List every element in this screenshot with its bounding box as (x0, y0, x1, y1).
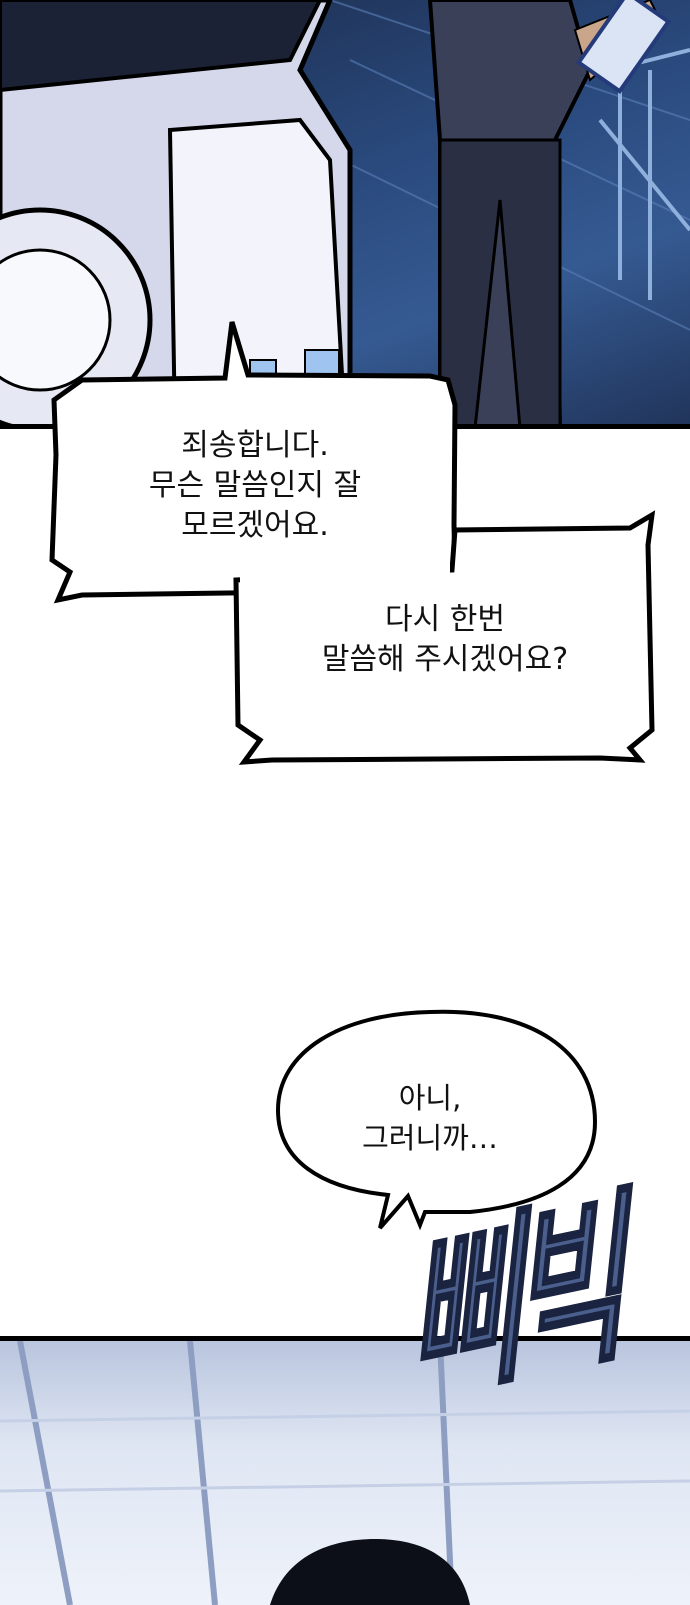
speech-bubble-third-shape (275, 1009, 598, 1231)
bottom-panel-art (0, 1341, 690, 1605)
bubble-second-line-1: 다시 한번 (385, 602, 505, 637)
bubble-first-line-1: 죄송합니다. (181, 428, 329, 463)
spiky-bubbles (49, 321, 656, 765)
speech-bubble-first-shape (49, 321, 458, 604)
top-panel (0, 0, 690, 428)
bubble-third-line-1: 아니, (398, 1081, 462, 1115)
bubble-third-line-2: 그러니까… (362, 1121, 498, 1155)
bubble-first-line-3: 모르겠어요. (181, 508, 329, 543)
ceiling-panels (0, 1409, 690, 1493)
sound-effect: 삐빅 (405, 1167, 650, 1490)
ceiling-beams (17, 1341, 455, 1605)
sound-effect-text: 삐빅 (405, 1167, 637, 1431)
round-bubble (275, 1009, 598, 1231)
speech-bubble-first: 죄송합니다. 무슨 말씀인지 잘 모르겠어요. (90, 426, 420, 546)
man-in-suit (427, 0, 672, 428)
head-silhouette (270, 1539, 470, 1605)
bubble-first-line-2: 무슨 말씀인지 잘 (148, 468, 362, 503)
top-panel-art (0, 0, 690, 428)
bottom-panel (0, 1336, 690, 1605)
bubble-second-line-2: 말씀해 주시겠어요? (321, 642, 569, 677)
speech-bubble-second: 다시 한번 말씀해 주시겠어요? (280, 600, 610, 680)
speech-bubble-third: 아니, 그러니까… (300, 1078, 560, 1158)
